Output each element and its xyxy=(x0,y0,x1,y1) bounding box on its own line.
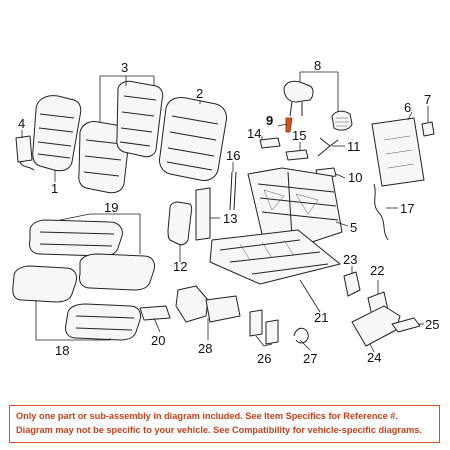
callout-25: 25 xyxy=(425,317,439,332)
callout-numbers: 1 2 3 4 5 6 7 8 9 10 11 12 13 14 15 16 1… xyxy=(18,58,439,366)
callout-21: 21 xyxy=(314,310,328,325)
callout-11: 11 xyxy=(347,139,361,154)
part-19-seat-cushions xyxy=(29,219,155,291)
disclaimer-notice: Only one part or sub-assembly in diagram… xyxy=(9,405,440,443)
part-8-headrests xyxy=(283,80,353,131)
part-2-seat-back-right xyxy=(159,97,227,181)
callout-12: 12 xyxy=(173,259,187,274)
part-3-seat-back-frames xyxy=(78,80,164,194)
callout-7: 7 xyxy=(424,92,431,107)
callout-10: 10 xyxy=(348,170,362,185)
part-14-bracket xyxy=(259,137,281,149)
part-7-clip xyxy=(421,121,435,137)
part-15-latch xyxy=(285,149,309,161)
part-4-trim-cover xyxy=(15,135,35,171)
callout-23: 23 xyxy=(343,252,357,267)
part-17-cable xyxy=(373,183,389,241)
part-18-cushion-foam xyxy=(12,265,141,341)
part-9-headrest-guide xyxy=(285,117,293,133)
part-6-back-panel xyxy=(371,117,425,187)
callout-14: 14 xyxy=(247,126,261,141)
part-21-seat-track xyxy=(209,229,341,285)
part-11-hinge xyxy=(317,137,339,157)
callout-24: 24 xyxy=(367,350,381,365)
part-13-panel xyxy=(195,187,211,241)
notice-line-1: Only one part or sub-assembly in diagram… xyxy=(16,411,398,421)
callout-6: 6 xyxy=(404,100,411,115)
callout-8: 8 xyxy=(314,58,321,73)
part-27-clip xyxy=(293,327,309,344)
callout-4: 4 xyxy=(18,116,25,131)
parts-diagram: 1 2 3 4 5 6 7 8 9 10 11 12 13 14 15 16 1… xyxy=(12,58,439,366)
callout-27: 27 xyxy=(303,351,317,366)
callout-28: 28 xyxy=(198,341,212,356)
callout-26: 26 xyxy=(257,351,271,366)
notice-line-2: Diagram may not be specific to your vehi… xyxy=(16,425,422,435)
callout-15: 15 xyxy=(292,128,306,143)
part-28-motor xyxy=(175,285,241,323)
callout-20: 20 xyxy=(151,333,165,348)
callout-18: 18 xyxy=(55,343,69,358)
callout-19: 19 xyxy=(104,200,118,215)
part-1-seat-back-left xyxy=(32,95,82,172)
part-24-side-shield xyxy=(351,305,401,347)
part-16-rod xyxy=(229,171,237,211)
part-26-brackets xyxy=(249,309,279,345)
part-20-pad xyxy=(139,305,171,321)
callout-1: 1 xyxy=(51,181,58,196)
callout-9: 9 xyxy=(266,113,273,128)
part-25-handle xyxy=(391,317,421,333)
part-5-seat-frame xyxy=(247,167,343,243)
part-23-cover xyxy=(343,271,361,297)
callout-17: 17 xyxy=(400,201,414,216)
callout-16: 16 xyxy=(226,148,240,163)
callout-13: 13 xyxy=(223,211,237,226)
part-12-cushion xyxy=(167,201,193,246)
callout-2: 2 xyxy=(196,86,203,101)
leader-lines xyxy=(21,71,429,353)
callout-3: 3 xyxy=(121,60,128,75)
callout-5: 5 xyxy=(350,220,357,235)
callout-22: 22 xyxy=(370,263,384,278)
